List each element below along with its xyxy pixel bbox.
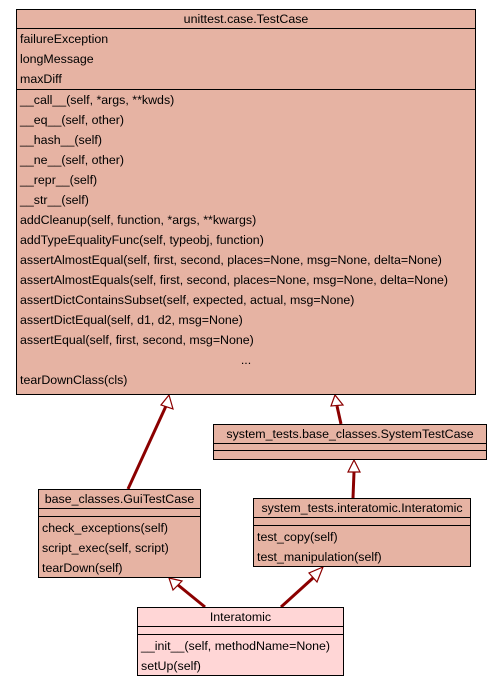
class-name: base_classes.GuiTestCase: [39, 490, 200, 509]
class-gui-test-case: base_classes.GuiTestCase check_exception…: [38, 489, 201, 578]
edge-interatomicbase-to-systemtestcase: [347, 458, 361, 499]
methods-section: __call__(self, *args, **kwds) __eq__(sel…: [17, 90, 475, 390]
edge-systemtestcase-to-testcase: [330, 393, 345, 425]
attribute: longMessage: [20, 52, 94, 66]
method: script_exec(self, script): [42, 541, 169, 555]
attributes-section: [138, 627, 343, 635]
method: assertDictEqual(self, d1, d2, msg=None): [20, 313, 243, 327]
attributes-section: [39, 509, 200, 517]
method: assertAlmostEqual(self, first, second, p…: [20, 253, 442, 267]
edge-interatomic-to-interatomicbase: [279, 565, 325, 609]
methods-section: [214, 451, 486, 459]
class-testcase: unittest.case.TestCase failureException …: [16, 9, 476, 395]
method: addTypeEqualityFunc(self, typeobj, funct…: [20, 233, 264, 247]
attributes-section: failureException longMessage maxDiff: [17, 29, 475, 90]
method: setUp(self): [141, 659, 201, 673]
method: tearDownClass(cls): [20, 373, 128, 387]
edge-guitestcase-to-testcase: [126, 393, 174, 490]
method: __init__(self, methodName=None): [141, 639, 331, 653]
class-system-test-case: system_tests.base_classes.SystemTestCase: [213, 424, 487, 460]
method: __hash__(self): [20, 133, 102, 147]
attribute: maxDiff: [20, 72, 62, 86]
method: assertAlmostEquals(self, first, second, …: [20, 273, 449, 287]
method: test_manipulation(self): [257, 550, 382, 564]
method: addCleanup(self, function, *args, **kwar…: [20, 213, 257, 227]
class-interatomic: Interatomic __init__(self, methodName=No…: [137, 607, 344, 676]
ellipsis: ...: [240, 353, 252, 367]
class-name: system_tests.interatomic.Interatomic: [254, 499, 470, 518]
methods-section: test_copy(self) test_manipulation(self): [254, 526, 470, 567]
method: __eq__(self, other): [20, 113, 125, 127]
method: __call__(self, *args, **kwds): [20, 93, 175, 107]
method: test_copy(self): [257, 530, 338, 544]
attributes-section: [254, 518, 470, 526]
edge-interatomic-to-guitestcase: [168, 577, 206, 609]
attribute: failureException: [20, 32, 109, 46]
method: __str__(self): [20, 193, 89, 207]
class-name: system_tests.base_classes.SystemTestCase: [214, 425, 486, 444]
method: assertEqual(self, first, second, msg=Non…: [20, 333, 254, 347]
class-interatomic-base: system_tests.interatomic.Interatomic tes…: [253, 498, 471, 567]
method: tearDown(self): [42, 561, 123, 575]
method: __repr__(self): [20, 173, 98, 187]
method: __ne__(self, other): [20, 153, 125, 167]
method: assertDictContainsSubset(self, expected,…: [20, 293, 355, 307]
methods-section: __init__(self, methodName=None) setUp(se…: [138, 635, 343, 676]
attributes-section: [214, 444, 486, 451]
methods-section: check_exceptions(self) script_exec(self,…: [39, 517, 200, 578]
class-name: Interatomic: [138, 608, 343, 627]
method: check_exceptions(self): [42, 521, 169, 535]
class-name: unittest.case.TestCase: [17, 10, 475, 29]
